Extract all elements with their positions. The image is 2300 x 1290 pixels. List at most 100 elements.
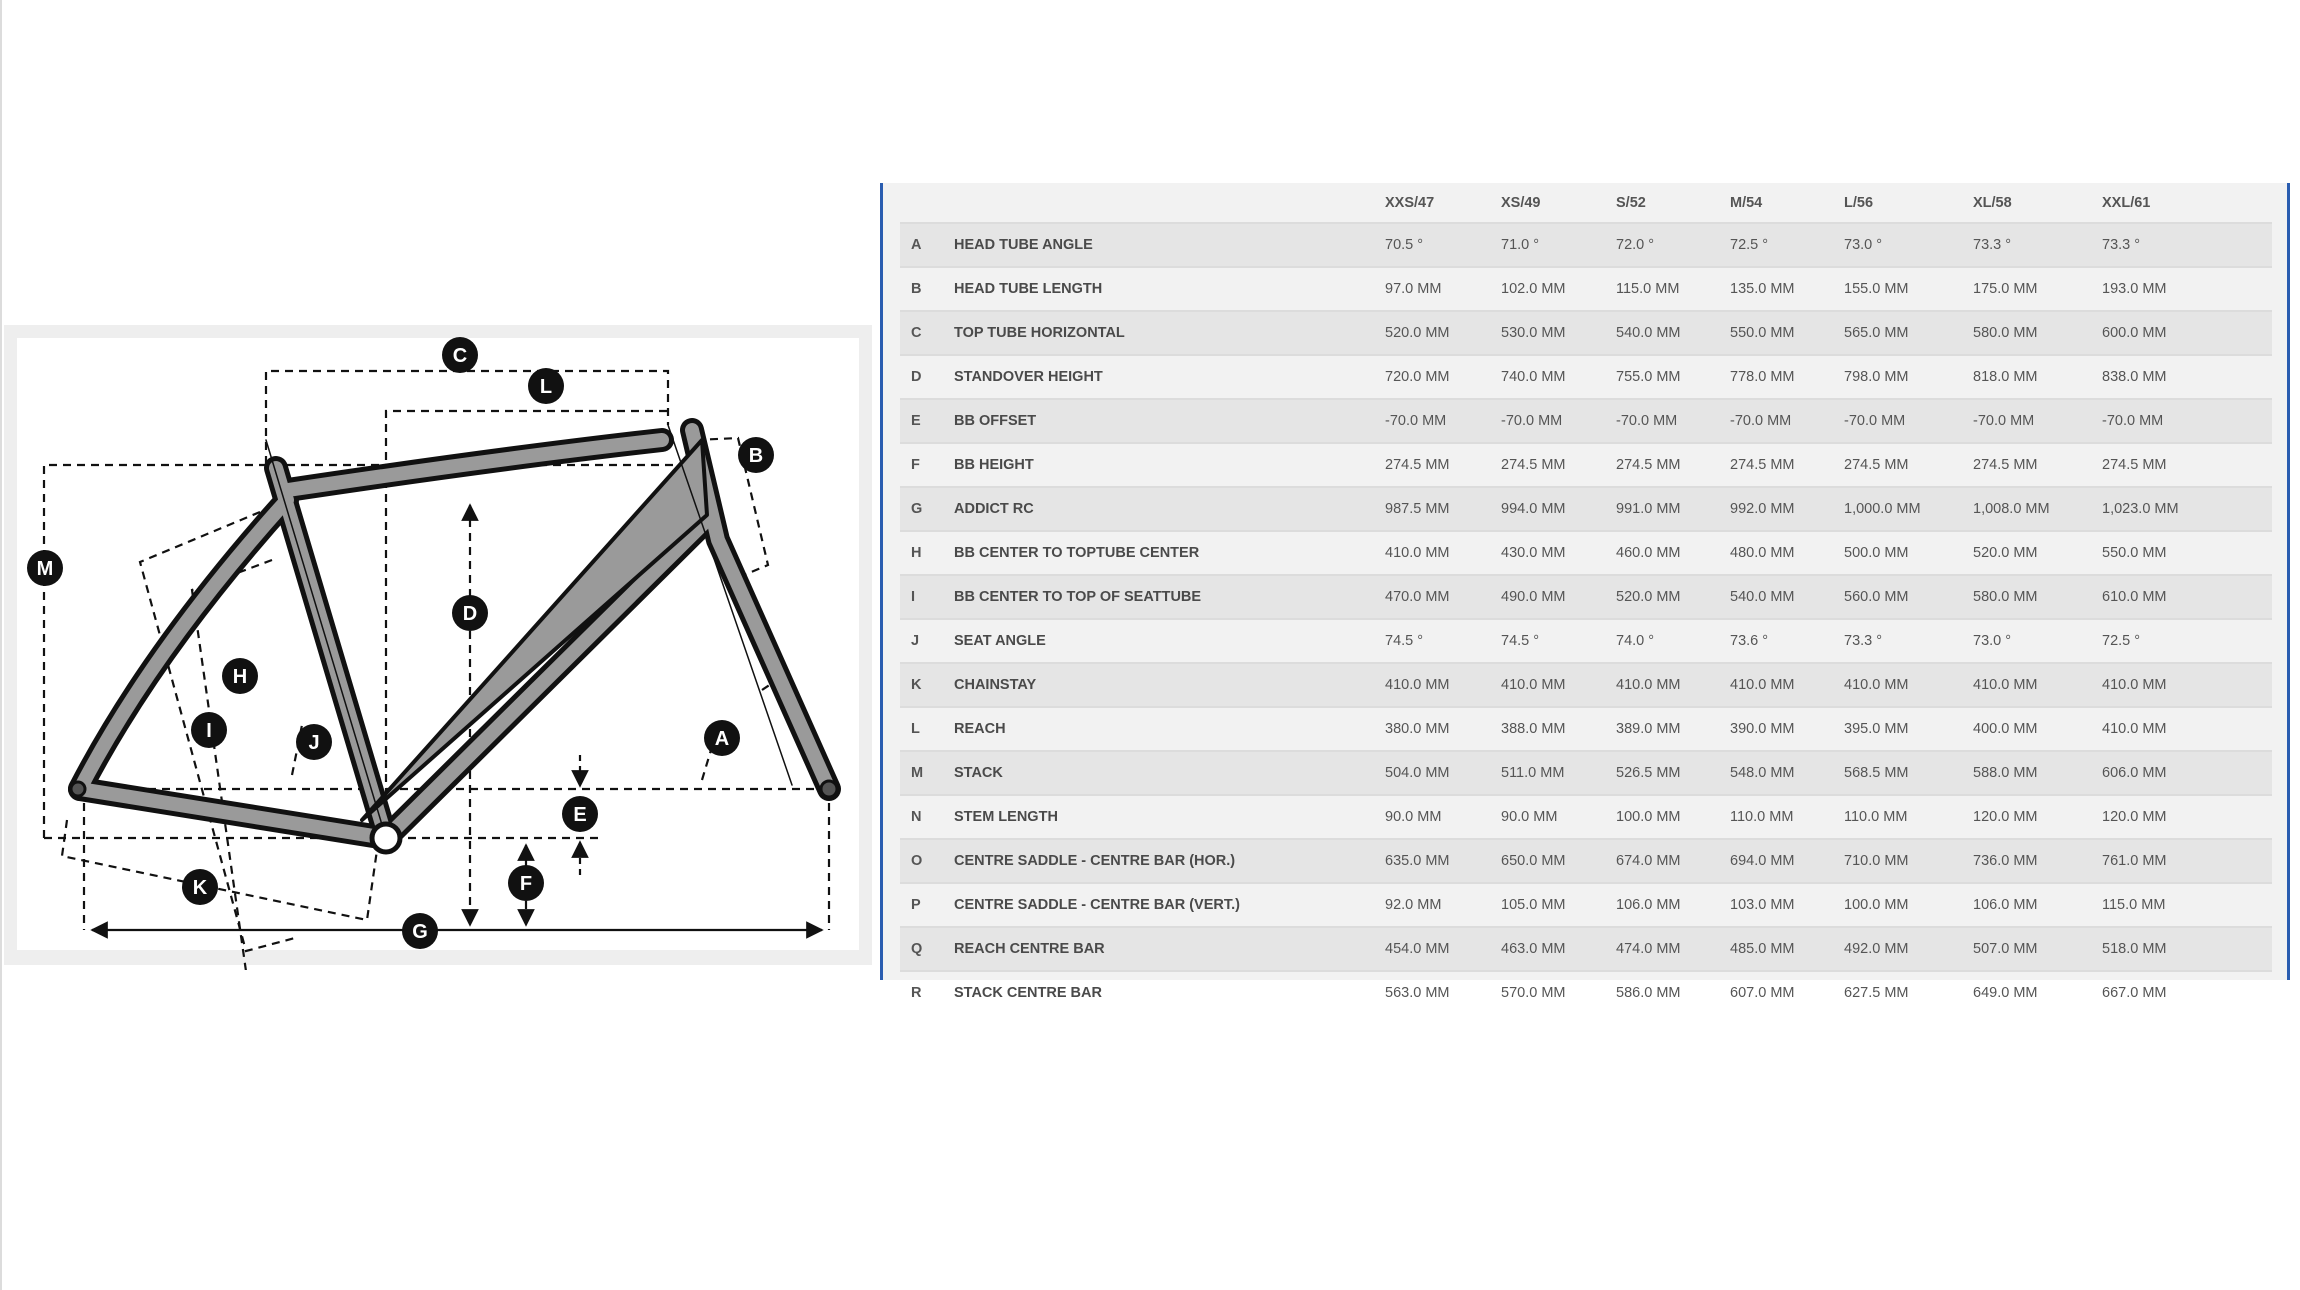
geometry-table-panel: XXS/47 XS/49 S/52 M/54 L/56 XL/58 XXL/61… (880, 183, 2290, 1001)
row-value: 511.0 MM (1501, 765, 1565, 781)
row-value: 991.0 MM (1616, 501, 1681, 517)
row-value: 627.5 MM (1844, 985, 1909, 1001)
row-value: 500.0 MM (1844, 545, 1909, 561)
row-value: 100.0 MM (1844, 897, 1909, 913)
row-key: I (911, 589, 916, 605)
row-value: 410.0 MM (1973, 677, 2038, 693)
row-value: 120.0 MM (1973, 809, 2038, 825)
row-value: 72.0 ° (1616, 237, 1655, 253)
row-label: STEM LENGTH (954, 809, 1058, 825)
row-value: 520.0 MM (1973, 545, 2038, 561)
row-value: 74.5 ° (1501, 633, 1540, 649)
row-value: 380.0 MM (1385, 721, 1450, 737)
row-value: 73.3 ° (1844, 633, 1883, 649)
row-value: 778.0 MM (1730, 369, 1795, 385)
row-value: 635.0 MM (1385, 853, 1450, 869)
row-value: 274.5 MM (1973, 457, 2038, 473)
size-header: XL/58 (1973, 194, 2012, 211)
row-value: 106.0 MM (1616, 897, 1681, 913)
row-key: Q (911, 941, 923, 957)
row-value: 550.0 MM (2102, 545, 2167, 561)
row-value: 70.5 ° (1385, 237, 1424, 253)
row-value: 400.0 MM (1973, 721, 2038, 737)
table-header-row: XXS/47 XS/49 S/52 M/54 L/56 XL/58 XXL/61 (900, 183, 2272, 223)
size-header: L/56 (1844, 194, 1874, 211)
row-value: 610.0 MM (2102, 589, 2167, 605)
row-key: B (911, 281, 922, 297)
row-value: 274.5 MM (1844, 457, 1909, 473)
row-value: 110.0 MM (1730, 809, 1794, 825)
row-value: 395.0 MM (1844, 721, 1909, 737)
label-d: D (452, 595, 488, 631)
row-value: 410.0 MM (2102, 677, 2167, 693)
size-header: XXL/61 (2102, 194, 2151, 211)
row-value: 115.0 MM (2102, 897, 2166, 913)
row-value: 694.0 MM (1730, 853, 1795, 869)
row-value: 90.0 MM (1385, 809, 1442, 825)
row-value: 798.0 MM (1844, 369, 1909, 385)
row-value: 389.0 MM (1616, 721, 1681, 737)
row-value: 274.5 MM (1730, 457, 1795, 473)
row-value: 740.0 MM (1501, 369, 1566, 385)
row-key: E (911, 413, 921, 429)
row-value: 274.5 MM (2102, 457, 2167, 473)
row-value: 388.0 MM (1501, 721, 1566, 737)
row-key: N (911, 809, 922, 825)
row-key: O (911, 853, 923, 869)
row-value: 480.0 MM (1730, 545, 1795, 561)
svg-text:H: H (233, 666, 247, 688)
row-label: CENTRE SADDLE - CENTRE BAR (VERT.) (954, 897, 1240, 913)
row-label: REACH (954, 721, 1006, 737)
row-value: 580.0 MM (1973, 325, 2038, 341)
bike-frame-diagram: A B C D E F G H I J K L M (27, 337, 841, 970)
row-value: 410.0 MM (1730, 677, 1795, 693)
row-key: J (911, 633, 920, 649)
svg-text:C: C (453, 345, 467, 367)
row-value: 540.0 MM (1616, 325, 1681, 341)
svg-text:F: F (520, 873, 532, 895)
row-value: 410.0 MM (1844, 677, 1909, 693)
row-value: 106.0 MM (1973, 897, 2038, 913)
label-c: C (442, 337, 478, 373)
row-value: 710.0 MM (1844, 853, 1909, 869)
label-f: F (508, 865, 544, 901)
row-key: L (911, 721, 920, 737)
svg-text:M: M (37, 558, 54, 580)
row-value: 274.5 MM (1616, 457, 1681, 473)
row-label: BB CENTER TO TOPTUBE CENTER (954, 545, 1200, 561)
row-value: 649.0 MM (1973, 985, 2038, 1001)
size-header: XXS/47 (1385, 194, 1435, 211)
row-value: -70.0 MM (1501, 413, 1563, 429)
row-value: 520.0 MM (1616, 589, 1681, 605)
row-label: BB CENTER TO TOP OF SEATTUBE (954, 589, 1202, 605)
frame-axles (69, 779, 839, 855)
row-value: 430.0 MM (1501, 545, 1566, 561)
row-value: 540.0 MM (1730, 589, 1795, 605)
row-value: 674.0 MM (1616, 853, 1681, 869)
row-value: 586.0 MM (1616, 985, 1681, 1001)
row-value: 120.0 MM (2102, 809, 2167, 825)
row-value: 580.0 MM (1973, 589, 2038, 605)
row-label: STACK CENTRE BAR (954, 985, 1102, 1001)
row-value: 274.5 MM (1385, 457, 1450, 473)
svg-text:D: D (463, 603, 477, 625)
row-key: G (911, 501, 923, 517)
row-label: HEAD TUBE ANGLE (954, 237, 1093, 253)
row-label: REACH CENTRE BAR (954, 941, 1105, 957)
row-label: CHAINSTAY (954, 677, 1037, 693)
frame-tubes (68, 418, 841, 850)
row-value: 410.0 MM (1616, 677, 1681, 693)
row-value: -70.0 MM (1730, 413, 1792, 429)
label-i: I (191, 712, 227, 748)
row-value: 193.0 MM (2102, 281, 2167, 297)
row-value: 274.5 MM (1501, 457, 1566, 473)
dimension-labels: A B C D E F G H I J K L M (27, 337, 774, 949)
label-e: E (562, 796, 598, 832)
row-value: 92.0 MM (1385, 897, 1442, 913)
